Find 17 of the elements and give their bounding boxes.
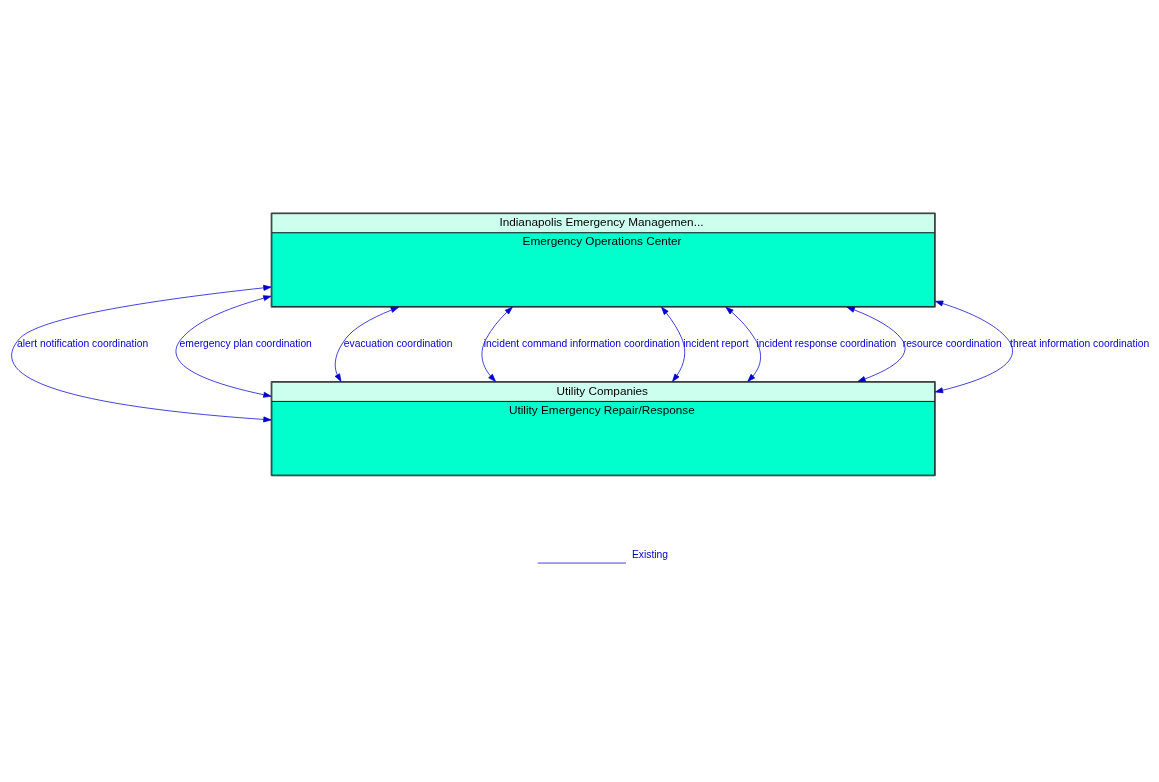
arrow bbox=[661, 306, 686, 382]
arrow bbox=[725, 306, 761, 382]
edge-label: resource coordination bbox=[902, 337, 1002, 349]
arrow bbox=[334, 306, 399, 382]
edge-label: evacuation coordination bbox=[343, 337, 453, 349]
edge-label: incident report bbox=[683, 337, 749, 349]
arrow bbox=[175, 294, 272, 398]
edge-label: incident response coordination bbox=[756, 337, 897, 349]
arrow bbox=[935, 300, 1013, 393]
edge-label: alert notification coordination bbox=[17, 337, 149, 349]
edge-label: emergency plan coordination bbox=[179, 337, 312, 349]
legend-label: Existing bbox=[631, 548, 669, 560]
arrow bbox=[481, 306, 513, 382]
arrow bbox=[12, 284, 272, 422]
arrow bbox=[846, 306, 906, 382]
edge-label: threat information coordination bbox=[1010, 337, 1150, 349]
edge-label: incident command information coordination bbox=[483, 337, 681, 349]
